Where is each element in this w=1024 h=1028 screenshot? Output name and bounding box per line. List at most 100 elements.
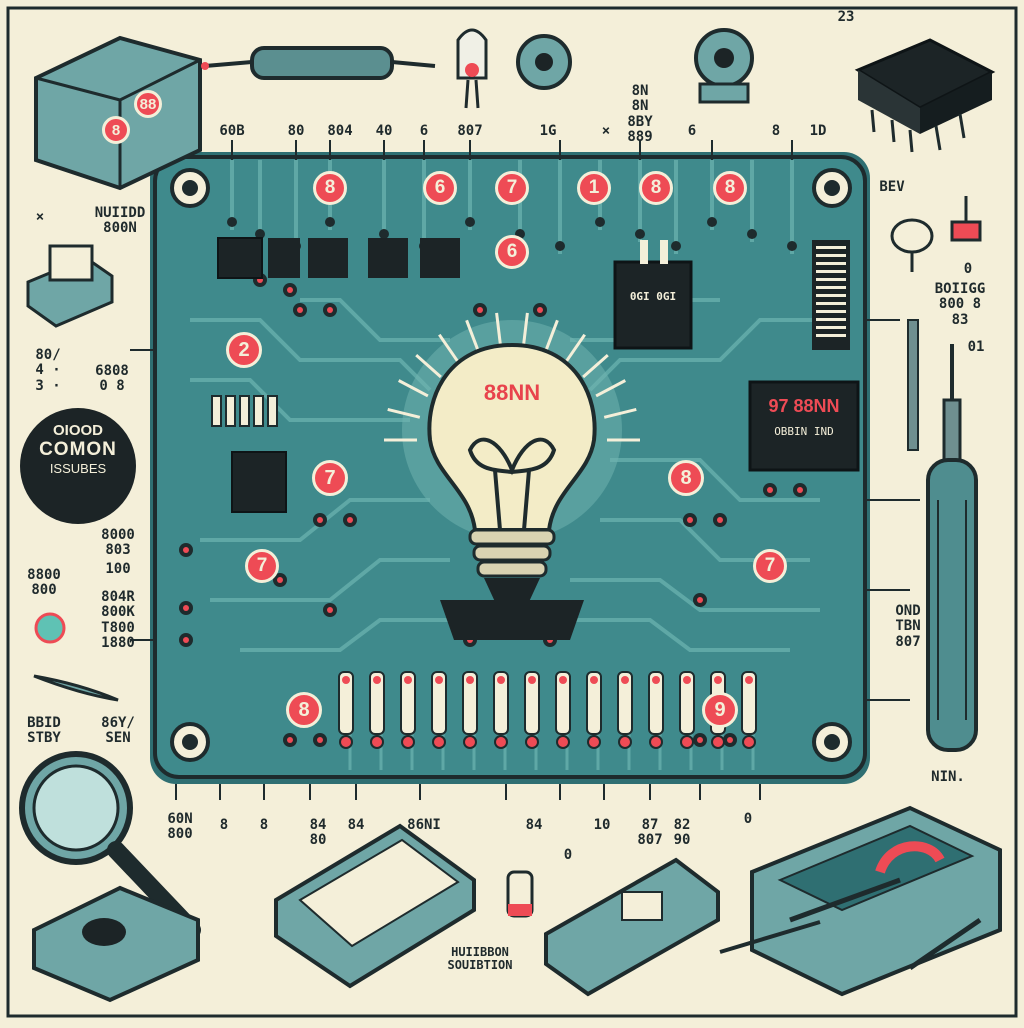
solder-pad-dot: [537, 307, 543, 313]
potentiometer-base: [698, 82, 750, 104]
header-pin: [816, 254, 846, 257]
light-ray: [438, 333, 460, 363]
header-pin: [816, 294, 846, 297]
solder-pad: [707, 217, 717, 227]
bulb-base-ring: [472, 544, 552, 562]
label-top-11: 1D: [809, 123, 827, 139]
soldering-iron-shaft: [942, 398, 962, 462]
header-pin: [816, 318, 846, 321]
header-pin: [816, 310, 846, 313]
badge-top-8-c: 8: [713, 171, 747, 205]
light-ray: [603, 407, 637, 419]
mount-hole-center: [182, 734, 198, 750]
solder-pad: [595, 217, 605, 227]
switch-illustration: [26, 244, 114, 328]
resistor: [239, 395, 250, 427]
badge-lower-left-7: 7: [245, 549, 279, 583]
resistor-band: [373, 676, 381, 684]
lcd-display: [748, 380, 860, 472]
resistor: [253, 395, 264, 427]
transistor-illustration: [950, 196, 982, 242]
label-top-2: 804: [327, 123, 353, 139]
badge-top-7: 7: [495, 171, 529, 205]
transistor-body: [950, 220, 982, 242]
resistor: [555, 671, 571, 735]
resistor-pad: [370, 735, 384, 749]
header-pin: [816, 278, 846, 281]
trace: [570, 578, 820, 612]
badge-top-6: 6: [423, 171, 457, 205]
bulb-filament-supports: [493, 469, 531, 531]
light-ray: [398, 379, 429, 398]
solder-pad-dot: [687, 517, 693, 523]
resistor: [338, 671, 354, 735]
tweezer-illustration: [33, 674, 119, 702]
small-ic-chip: [231, 451, 287, 513]
switch-top: [48, 244, 94, 282]
label-bottom-5: 86NI: [407, 817, 441, 833]
label-bottom-3: 84 80: [309, 817, 327, 849]
callout-circle: [20, 408, 136, 524]
ic-chip: [368, 238, 408, 278]
header-pin: [816, 246, 846, 249]
badge-bottom-8: 8: [286, 692, 322, 728]
magnifier-glass: [32, 764, 120, 852]
tweezer: [33, 674, 119, 702]
resistor-pad: [618, 735, 632, 749]
probe-body: [907, 319, 919, 451]
wire-probe-illustration: [907, 319, 919, 451]
label-top-10: 8: [771, 123, 781, 139]
solder-pad: [379, 229, 389, 239]
light-ray: [387, 407, 421, 419]
badge-number: 7: [324, 466, 336, 489]
trace: [588, 318, 820, 392]
label-right-1: 0: [963, 261, 973, 277]
badge-number: 2: [238, 338, 250, 361]
ic-chip: [308, 238, 348, 278]
badge-relay-88: 88: [134, 90, 162, 118]
solder-pad-dot: [697, 737, 703, 743]
light-ray: [415, 353, 442, 379]
resistor-band: [652, 676, 660, 684]
resistor: [741, 671, 757, 735]
badge-number: 8: [680, 466, 692, 489]
module-screen: [621, 891, 663, 921]
outer-frame: [6, 6, 1018, 1018]
trace: [240, 618, 460, 652]
label-bottom-11: 0: [743, 811, 753, 827]
solder-pad-dot: [327, 307, 333, 313]
light-ray: [544, 319, 559, 352]
badge-top-1: 1: [577, 171, 611, 205]
display-line-1: 97 88NN: [768, 396, 840, 416]
callout-text: OIOOD COMON ISSUBES: [22, 422, 134, 476]
led-leads: [464, 79, 480, 109]
trace: [190, 318, 432, 392]
badge-lower-right-7: 7: [753, 549, 787, 583]
resistor-pad: [587, 735, 601, 749]
badge-mid-6: 6: [495, 235, 529, 269]
label-left-4: 8000 803: [101, 527, 135, 559]
badge-left-2: 2: [226, 332, 262, 368]
mount-hole-center: [824, 180, 840, 196]
buzzer-illustration: [516, 34, 572, 90]
badge-number: 88: [139, 95, 157, 113]
callout-bubble: [20, 408, 136, 524]
leader-lines: [130, 140, 920, 800]
resistor: [586, 671, 602, 735]
tube-cap: [508, 904, 532, 916]
fuse-tip: [201, 62, 209, 70]
badge-number: 8: [650, 177, 662, 198]
resistor: [679, 671, 695, 735]
badge-number: 8: [111, 121, 121, 139]
bulb-socket: [440, 600, 584, 640]
label-left-0: NUIIDD 800N: [94, 205, 146, 237]
badge-number: 6: [506, 241, 518, 262]
solder-pad-dot: [287, 737, 293, 743]
solder-pad: [465, 217, 475, 227]
resistor-band: [745, 676, 753, 684]
label-bottom-0: 60N 800: [167, 811, 193, 843]
solder-pad: [787, 241, 797, 251]
resistor-band: [497, 676, 505, 684]
screwdriver-loose-illustration: [719, 917, 982, 971]
